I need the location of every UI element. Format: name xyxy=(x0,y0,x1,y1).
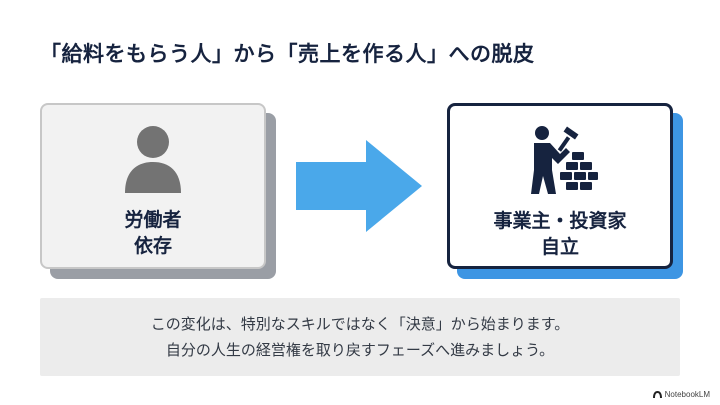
note-line1: この変化は、特別なスキルではなく「決意」から始まります。 xyxy=(150,315,570,333)
brand-label: NotebookLM xyxy=(664,390,710,399)
slide-title: 「給料をもらう人」から「売上を作る人」への脱皮 xyxy=(40,42,535,66)
worker-label-line1: 労働者 xyxy=(124,209,182,231)
person-icon xyxy=(121,123,185,193)
builder-icon xyxy=(520,124,600,194)
owner-label-line1: 事業主・投資家 xyxy=(493,210,627,232)
note-line2: 自分の人生の経営権を取り戻すフェーズへ進みましょう。 xyxy=(165,341,555,359)
worker-label: 労働者 依存 xyxy=(124,207,181,259)
summary-note: この変化は、特別なスキルではなく「決意」から始まります。 自分の人生の経営権を取… xyxy=(40,298,680,376)
right-arrow-icon xyxy=(296,140,424,236)
notebooklm-logo-icon xyxy=(652,391,662,398)
worker-card: 労働者 依存 xyxy=(40,103,266,269)
brand-watermark: NotebookLM xyxy=(652,390,710,399)
owner-label: 事業主・投資家 自立 xyxy=(493,208,626,260)
owner-card: 事業主・投資家 自立 xyxy=(447,103,673,269)
worker-label-line2: 依存 xyxy=(133,235,172,257)
owner-label-line2: 自立 xyxy=(540,236,579,258)
